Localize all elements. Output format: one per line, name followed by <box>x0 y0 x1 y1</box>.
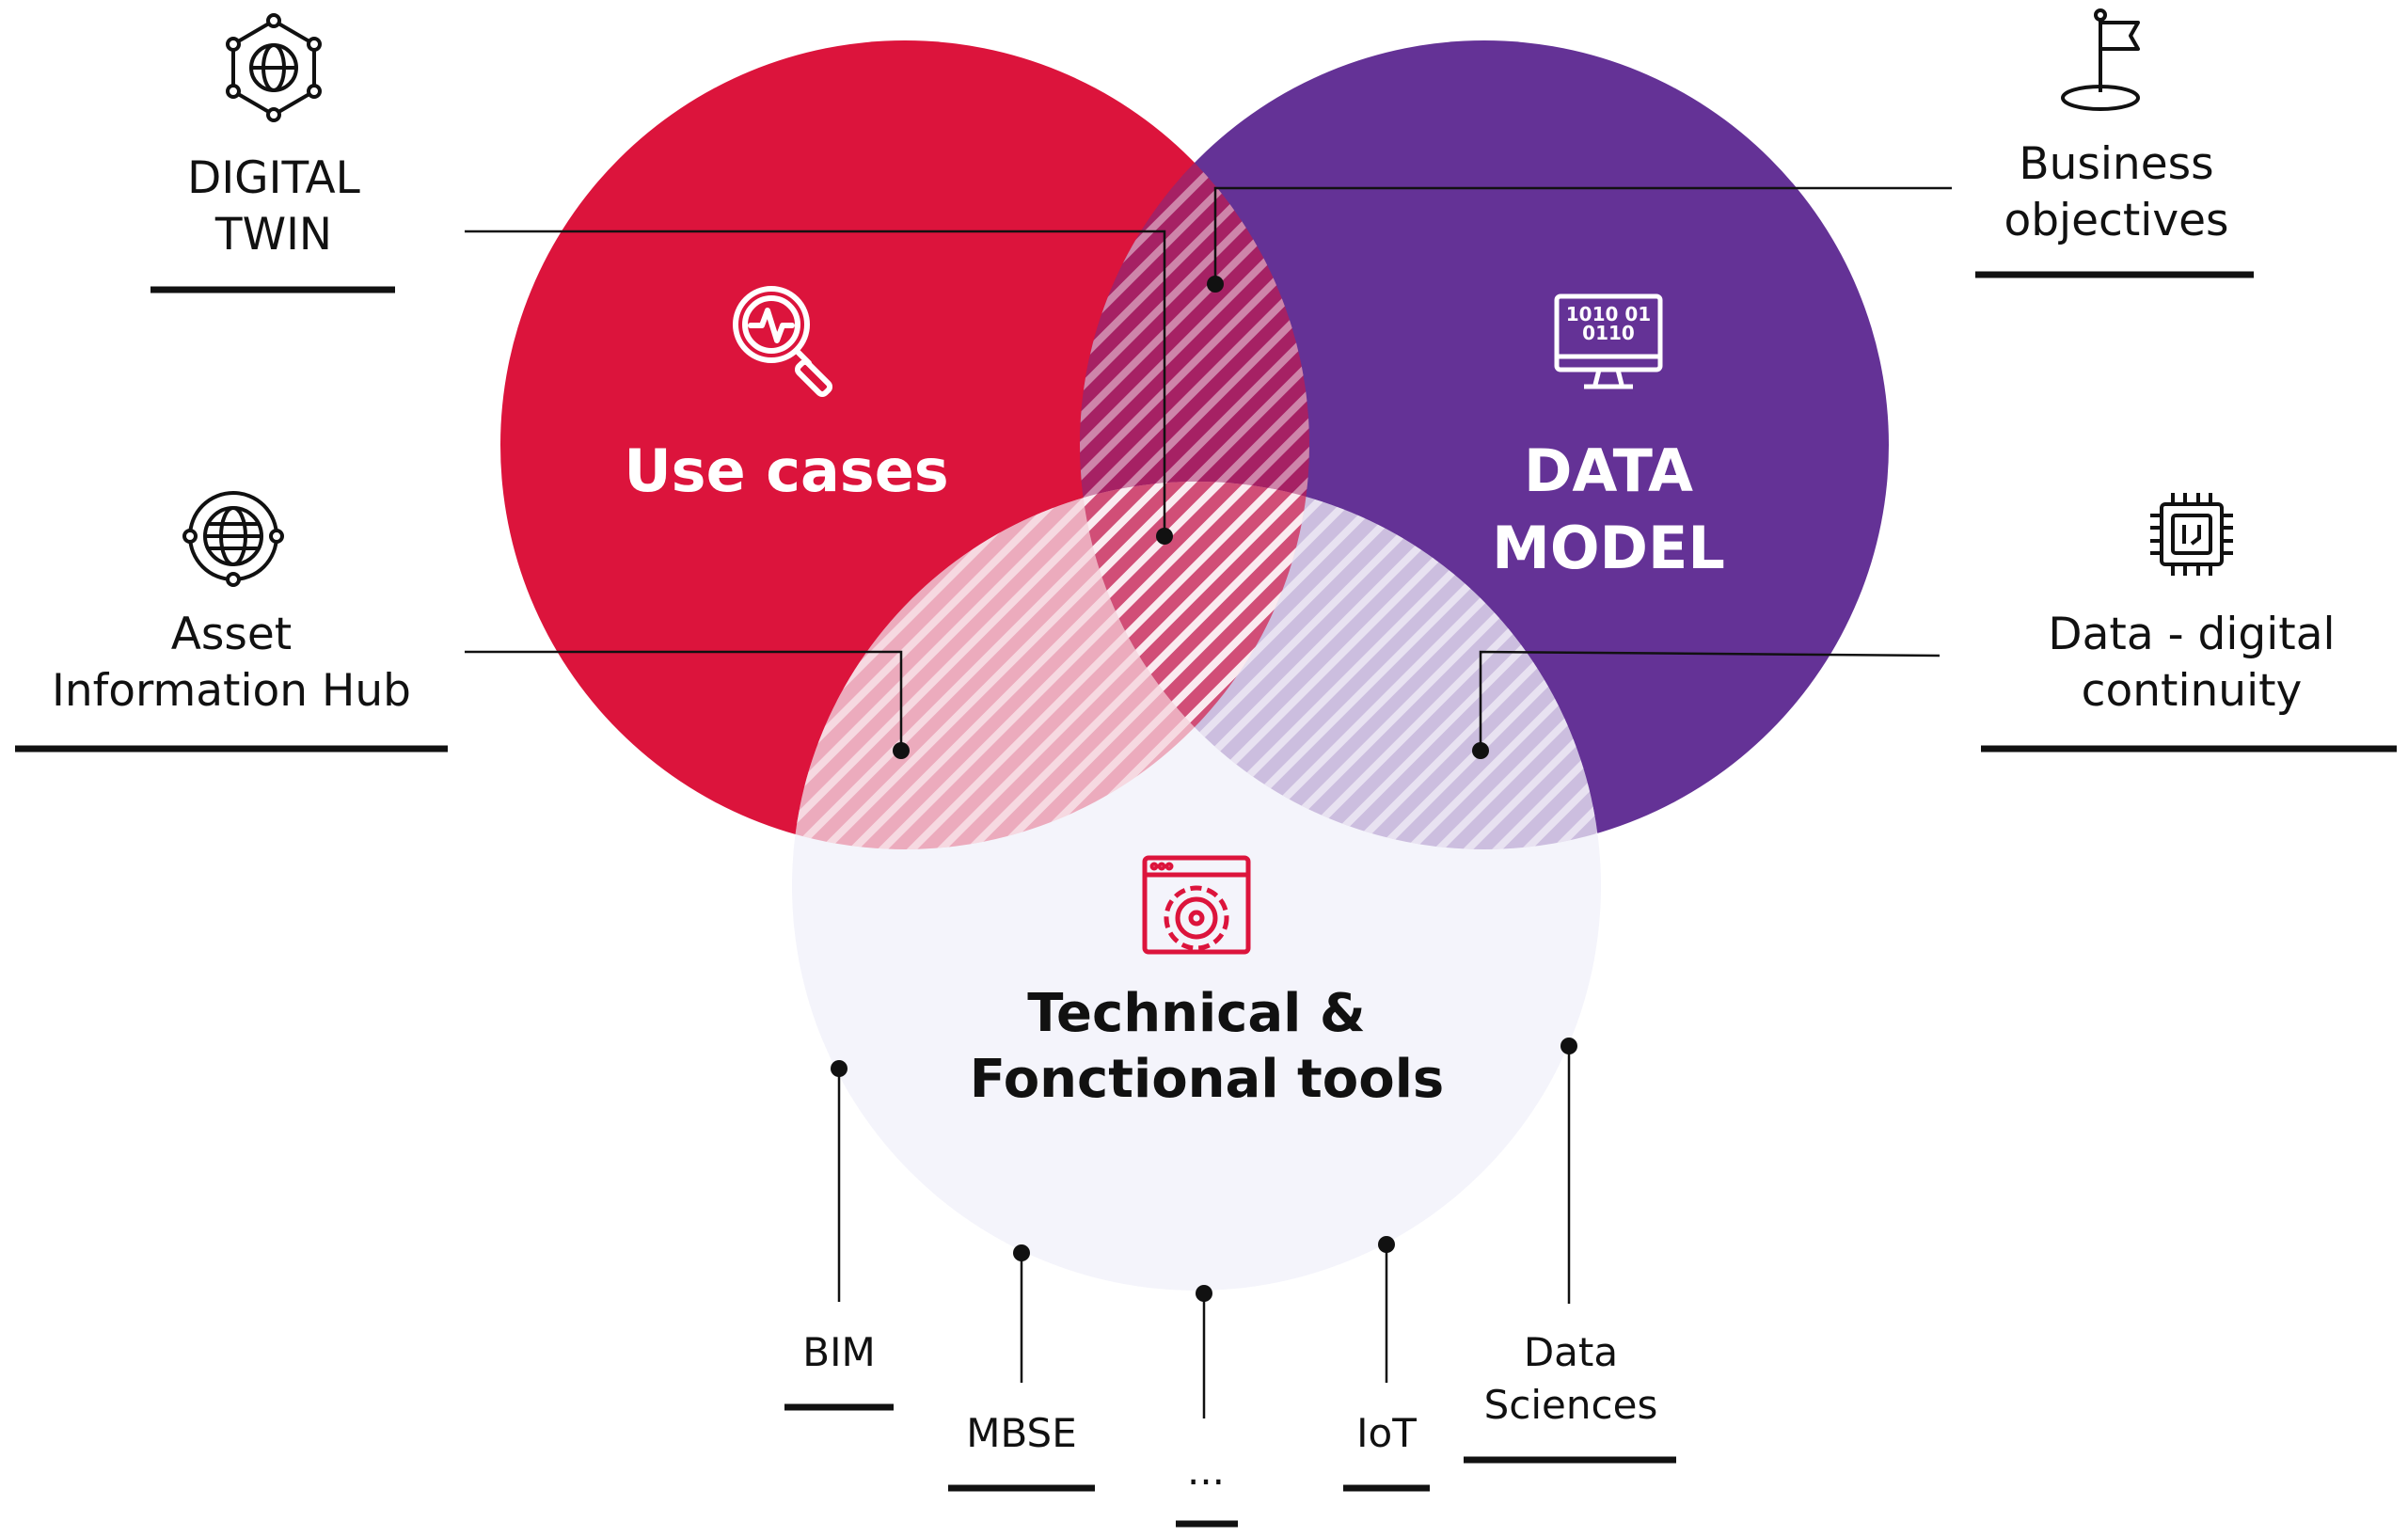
settings-window-icon <box>1142 855 1251 955</box>
digital-twin-label-line1: DIGITAL <box>187 152 360 204</box>
asset-hub-dot <box>893 742 910 759</box>
flag-icon <box>2061 8 2140 111</box>
bim-label: BIM <box>802 1329 875 1375</box>
digital-twin-leader <box>465 230 1166 536</box>
business-objectives-label-line1: Business <box>2019 138 2213 190</box>
data-continuity-leader <box>1479 650 1941 751</box>
use-cases-title: Use cases <box>624 436 948 505</box>
globe-icon <box>182 491 284 587</box>
ellipsis-label: ... <box>1187 1448 1225 1494</box>
data-sciences-label-line2: Sciences <box>1484 1382 1658 1428</box>
svg-text:0110: 0110 <box>1582 322 1635 344</box>
network-globe-icon <box>226 13 322 122</box>
data-model-title-line1: DATA <box>1524 436 1693 505</box>
iot-dot <box>1378 1236 1395 1253</box>
binary-monitor-icon: 1010 01 0110 <box>1554 293 1663 389</box>
mbse-label: MBSE <box>966 1410 1077 1456</box>
data-sciences-dot <box>1560 1038 1577 1054</box>
ellipsis-dot <box>1196 1285 1212 1302</box>
digital-twin-dot <box>1156 528 1173 545</box>
tools-title-line1: Technical & <box>1027 983 1365 1044</box>
data-sciences-label-line1: Data <box>1524 1329 1618 1375</box>
business-objectives-label-line2: objectives <box>2004 195 2228 246</box>
iot-label: IoT <box>1356 1410 1417 1456</box>
asset-hub-label-line2: Information Hub <box>52 665 411 717</box>
tools-title-line2: Fonctional tools <box>970 1049 1445 1110</box>
bim-dot <box>831 1060 848 1077</box>
svg-text:1010 01: 1010 01 <box>1566 303 1651 325</box>
digital-twin-label-line2: TWIN <box>214 209 332 261</box>
business-objectives-dot <box>1207 276 1224 293</box>
business-objectives-leader <box>1213 186 1952 284</box>
data-model-title-line2: MODEL <box>1492 514 1725 582</box>
asset-hub-leader <box>465 650 903 751</box>
data-continuity-label-line1: Data - digital <box>2048 609 2335 660</box>
mbse-dot <box>1013 1244 1030 1261</box>
search-analytics-icon <box>733 286 833 398</box>
data-continuity-label-line2: continuity <box>2082 665 2303 717</box>
data-continuity-dot <box>1472 742 1489 759</box>
chip-icon <box>2150 493 2233 576</box>
asset-hub-label-line1: Asset <box>171 609 292 660</box>
